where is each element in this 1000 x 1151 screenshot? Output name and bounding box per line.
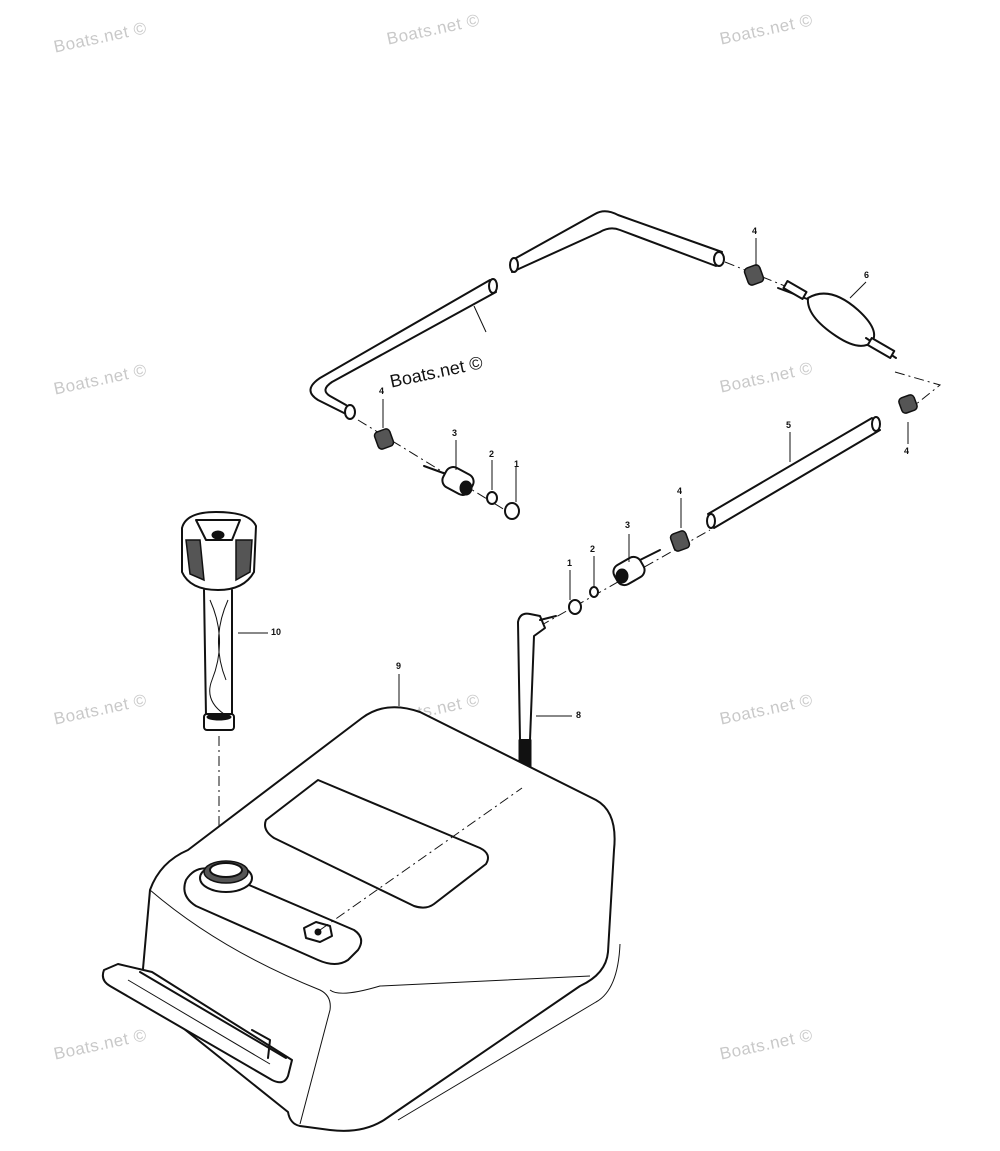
callout-5: 5 xyxy=(786,420,792,430)
hose-clamp-4a xyxy=(373,428,395,450)
o-ring-2a xyxy=(486,491,498,505)
o-ring-2b xyxy=(589,586,599,598)
connector-3b xyxy=(612,549,661,587)
callout-3: 3 xyxy=(625,520,631,530)
callout-1: 1 xyxy=(514,459,520,469)
callout-3: 3 xyxy=(452,428,458,438)
connector-3a xyxy=(423,465,475,496)
callout-4: 4 xyxy=(677,486,683,496)
callout-4: 4 xyxy=(904,446,910,456)
o-ring-1b xyxy=(568,599,582,615)
o-ring-1a xyxy=(504,502,520,520)
callout-1: 1 xyxy=(567,558,573,568)
fuel-hose-upper xyxy=(309,210,725,420)
fuel-hose-5 xyxy=(706,416,881,529)
callout-2: 2 xyxy=(590,544,596,554)
fuel-gauge-10 xyxy=(181,511,257,731)
callout-4: 4 xyxy=(752,226,758,236)
hose-clamp-4d xyxy=(669,530,691,552)
callout-6: 6 xyxy=(864,270,870,280)
callout-2: 2 xyxy=(489,449,495,459)
callout-10: 10 xyxy=(271,627,282,637)
callout-4: 4 xyxy=(379,386,385,396)
callout-9: 9 xyxy=(396,661,402,671)
primer-bulb-6 xyxy=(743,264,897,359)
fuel-tank-9 xyxy=(101,706,621,1132)
hose-clamp-4c xyxy=(898,394,918,414)
callout-8: 8 xyxy=(576,710,582,720)
